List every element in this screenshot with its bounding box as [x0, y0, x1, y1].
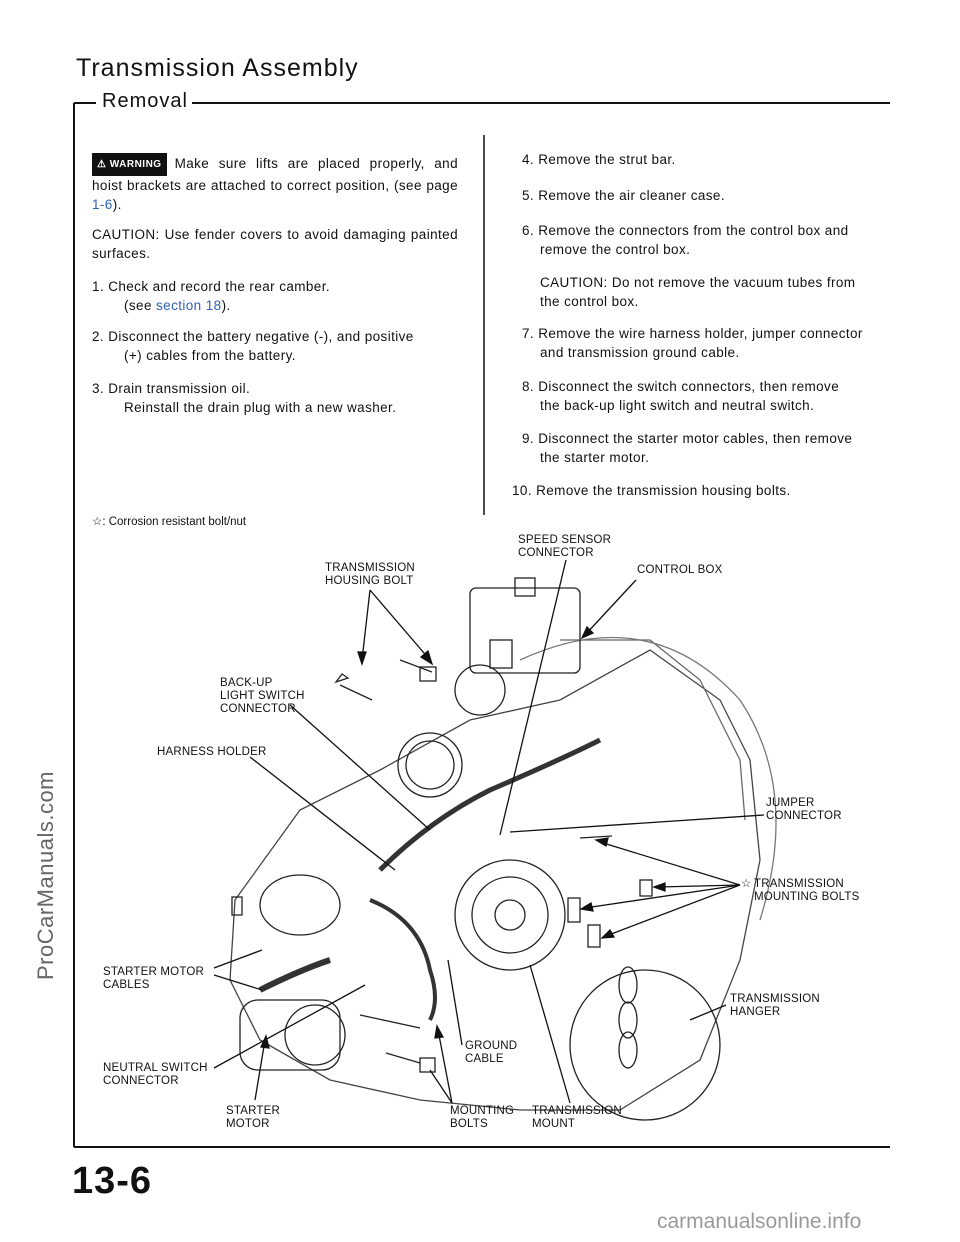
- page-title: Transmission Assembly: [76, 54, 359, 82]
- section-subtitle: Removal: [102, 90, 188, 112]
- label-starter-motor: STARTER MOTOR: [226, 1105, 281, 1130]
- label-transmission-hanger: TRANSMISSION HANGER: [730, 993, 820, 1018]
- star-icon: ☆: [741, 878, 752, 890]
- step-6: 6. Remove the connectors from the contro…: [522, 223, 849, 257]
- step-1: 1. Check and record the rear camber. (se…: [92, 279, 331, 313]
- warning-badge: ⚠ WARNING: [92, 153, 167, 176]
- watermark-bottom: carmanualsonline.info: [657, 1210, 862, 1233]
- step-2: 2. Disconnect the battery negative (-), …: [92, 329, 414, 363]
- watermark-left: ProCarManuals.com: [33, 770, 58, 980]
- caution-paragraph: CAUTION: Use fender covers to avoid dama…: [92, 227, 458, 261]
- label-speed-sensor-connector: SPEED SENSOR CONNECTOR: [518, 534, 612, 559]
- step-8: 8. Disconnect the switch connectors, the…: [522, 379, 840, 413]
- step-5: 5. Remove the air cleaner case.: [522, 188, 725, 203]
- page-number: 13-6: [72, 1160, 153, 1202]
- label-backup-light-switch: BACK-UP LIGHT SWITCH CONNECTOR: [220, 677, 305, 715]
- label-mounting-bolts: MOUNTING BOLTS: [450, 1105, 515, 1130]
- page-link[interactable]: 1-6: [92, 197, 113, 212]
- step-9: 9. Disconnect the starter motor cables, …: [522, 431, 853, 465]
- step-10: 10. Remove the transmission housing bolt…: [512, 483, 791, 498]
- step-7: 7. Remove the wire harness holder, jumpe…: [522, 326, 863, 360]
- step-3: 3. Drain transmission oil. Reinstall the…: [92, 381, 397, 415]
- label-housing-bolt: TRANSMISSION HOUSING BOLT: [325, 562, 415, 587]
- label-ground-cable: GROUND CABLE: [465, 1040, 518, 1065]
- step-4: 4. Remove the strut bar.: [522, 152, 676, 167]
- label-transmission-mounting-bolts: TRANSMISSION MOUNTING BOLTS: [754, 878, 860, 903]
- legend: ☆: Corrosion resistant bolt/nut: [92, 516, 247, 528]
- label-neutral-switch-connector: NEUTRAL SWITCH CONNECTOR: [103, 1062, 208, 1087]
- label-jumper-connector: JUMPER CONNECTOR: [766, 797, 842, 822]
- label-control-box: CONTROL BOX: [637, 564, 723, 576]
- step-6-caution: CAUTION: Do not remove the vacuum tubes …: [540, 275, 856, 309]
- section-link[interactable]: section 18: [156, 298, 222, 313]
- label-starter-motor-cables: STARTER MOTOR CABLES: [103, 966, 204, 991]
- label-transmission-mount: TRANSMISSION MOUNT: [532, 1105, 622, 1130]
- label-harness-holder: HARNESS HOLDER: [157, 746, 267, 758]
- star-icon: ☆: [92, 516, 103, 528]
